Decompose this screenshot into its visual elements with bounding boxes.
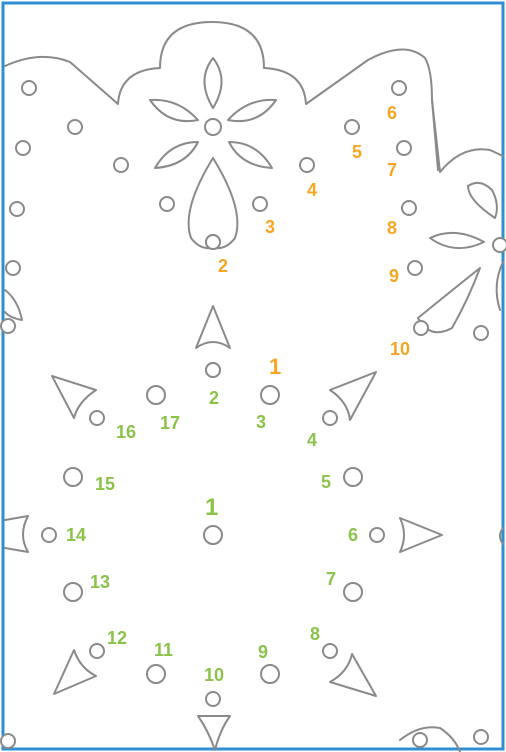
orange-number-6: 6: [387, 103, 397, 123]
orange-number-1: 1: [269, 354, 281, 379]
star-triangles: [52, 306, 460, 752]
right-flower: [418, 183, 506, 332]
green-number-8: 8: [310, 624, 320, 644]
page-frame: [3, 3, 503, 749]
orange-number-2: 2: [218, 256, 228, 276]
green-number-5: 5: [321, 472, 331, 492]
green-number-16: 16: [116, 422, 136, 442]
green-number-15: 15: [95, 474, 115, 494]
green-number-14: 14: [66, 525, 86, 545]
orange-holes: [206, 81, 488, 377]
orange-number-8: 8: [387, 218, 397, 238]
green-number-4: 4: [307, 430, 317, 450]
left-edge-triangle: [5, 516, 28, 552]
top-holes: [1, 81, 174, 333]
orange-number-3: 3: [265, 217, 275, 237]
green-number-17: 17: [160, 413, 180, 433]
left-edge-petal: [5, 290, 22, 320]
orange-number-9: 9: [389, 266, 399, 286]
green-number-7: 7: [326, 569, 336, 589]
green-number-6: 6: [348, 525, 358, 545]
green-number-9: 9: [258, 642, 268, 662]
orange-number-5: 5: [352, 142, 362, 162]
green-number-13: 13: [90, 572, 110, 592]
orange-number-10: 10: [390, 339, 410, 359]
top-flower: [150, 58, 276, 249]
green-number-12: 12: [107, 628, 127, 648]
green-number-10: 10: [204, 665, 224, 685]
right-scallop-outline: [432, 100, 438, 170]
green-holes: [1, 363, 488, 748]
orange-number-7: 7: [387, 160, 397, 180]
green-number-1: 1: [205, 494, 218, 521]
orange-number-4: 4: [307, 180, 317, 200]
green-number-11: 11: [154, 640, 173, 660]
green-number-2: 2: [209, 388, 219, 408]
green-number-3: 3: [256, 412, 266, 432]
